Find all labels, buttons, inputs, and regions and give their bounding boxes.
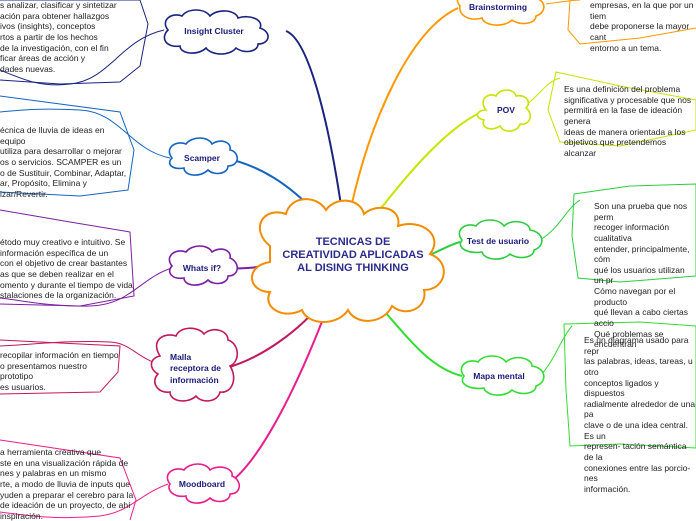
node-cloud-scamper <box>168 137 239 176</box>
note-link-malla <box>0 340 161 366</box>
note-test-de-usuario: Son una prueba que nos perm recoger info… <box>594 201 690 350</box>
note-brainstorming: empresas, en la que por un tiem debe pro… <box>590 0 694 53</box>
note-mapa-mental: Es un diagrama usado para repr las palab… <box>584 335 696 494</box>
node-cloud-whats-if <box>168 245 239 286</box>
node-cloud-mapa-mental <box>460 355 545 396</box>
node-scamper[interactable]: Scamper <box>184 153 220 163</box>
note-malla: recopilar información en tiempo o presen… <box>0 350 119 392</box>
note-link-moodboard <box>0 483 169 519</box>
note-shape-moodboard <box>0 439 137 520</box>
node-brainstorming[interactable]: Brainstorming <box>468 2 528 12</box>
note-shape-pov <box>547 71 696 147</box>
node-cloud-brainstorming <box>456 0 545 26</box>
note-shape-insight <box>0 0 149 85</box>
node-insight-cluster[interactable]: Insight Cluster <box>184 26 244 36</box>
node-cloud-moodboard <box>166 463 241 504</box>
note-link-brainstorming <box>545 0 581 5</box>
note-shape-scamper <box>0 95 135 197</box>
note-link-whats-if <box>0 267 173 307</box>
note-whats-if: étodo muy creativo e intuitivo. Se infor… <box>0 237 133 301</box>
note-shape-brainstorming <box>567 0 696 45</box>
node-pov[interactable]: POV <box>497 105 515 115</box>
connector-brainstorming <box>349 7 459 213</box>
node-test-de-usuario[interactable]: Test de usuario <box>466 236 530 246</box>
node-mapa-mental[interactable]: Mapa mental <box>473 371 525 381</box>
note-shape-mapa <box>563 321 696 449</box>
node-cloud-insight <box>163 9 269 55</box>
node-malla-receptora[interactable]: Malla receptora de información <box>170 352 222 385</box>
note-scamper: écnica de lluvia de ideas en equipo util… <box>0 125 127 199</box>
node-cloud-test-usuario <box>458 219 543 260</box>
note-link-mapa <box>539 325 573 377</box>
node-cloud-pov <box>476 89 532 132</box>
connector-moodboard <box>227 305 329 485</box>
node-cloud-malla <box>150 327 239 402</box>
connector-pov <box>371 110 485 221</box>
note-link-scamper <box>0 108 171 159</box>
node-whats-if[interactable]: Whats if? <box>182 263 222 273</box>
note-link-test <box>539 199 581 241</box>
central-cloud <box>251 198 445 323</box>
note-shape-whats-if <box>0 209 135 307</box>
note-pov: Es una definición del problema significa… <box>564 84 692 158</box>
note-shape-test <box>571 183 696 283</box>
note-shape-malla <box>0 339 121 395</box>
central-topic[interactable]: TECNICAS DE CREATIVIDAD APLICADAS AL DIS… <box>282 236 424 275</box>
note-insight-cluster: s analizar, clasificar y sintetizar ació… <box>0 0 117 74</box>
node-moodboard[interactable]: Moodboard <box>178 479 226 489</box>
note-moodboard: a herramienta creativa que ste en una vi… <box>0 447 134 521</box>
connector-mapa-mental <box>377 303 463 377</box>
connector-test-usuario <box>431 241 461 255</box>
connector-insight <box>285 30 343 213</box>
